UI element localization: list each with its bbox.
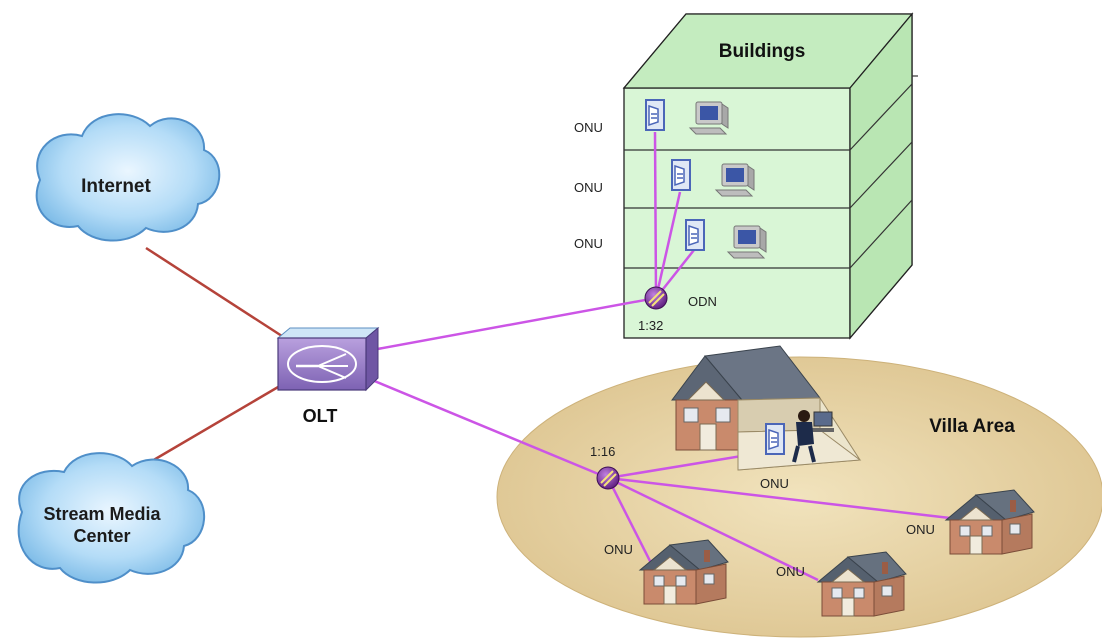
- villa-house-bottom-left[interactable]: ONU: [604, 539, 729, 605]
- onu-label: ONU: [574, 180, 603, 195]
- building-splitter[interactable]: ODN 1:32: [638, 286, 717, 333]
- villa-splitter[interactable]: 1:16: [590, 444, 620, 490]
- buildings-title: Buildings: [719, 41, 806, 62]
- onu-label: ONU: [906, 522, 935, 537]
- splitter-icon: [644, 286, 668, 310]
- worker-icon: [792, 410, 834, 463]
- onu-label: ONU: [604, 542, 633, 557]
- building-block: [622, 12, 918, 340]
- building-onu-3[interactable]: ONU: [574, 219, 767, 259]
- internet-cloud[interactable]: Internet: [35, 113, 221, 242]
- onu-device-icon: [671, 159, 691, 191]
- villa-area-title: Villa Area: [929, 416, 1015, 437]
- building-onu-1[interactable]: ONU: [574, 99, 729, 135]
- building-split-ratio: 1:32: [638, 318, 663, 333]
- olt-device[interactable]: OLT: [276, 326, 380, 426]
- olt-label: OLT: [303, 406, 338, 426]
- villa-split-ratio: 1:16: [590, 444, 615, 459]
- stream-media-link: [139, 378, 291, 470]
- villa-house-right[interactable]: ONU: [906, 489, 1035, 555]
- onu-device-icon: [765, 423, 785, 455]
- internet-link: [145, 246, 286, 340]
- main-villa[interactable]: ONU: [671, 345, 862, 491]
- internet-label: Internet: [81, 176, 151, 197]
- stream-media-label-line2: Center: [73, 526, 130, 546]
- onu-label: ONU: [760, 476, 789, 491]
- olt-router-icon: [276, 326, 380, 392]
- building-onu-2[interactable]: ONU: [574, 159, 755, 197]
- stream-media-label-line1: Stream Media: [43, 504, 161, 524]
- cloud-icon: [17, 452, 205, 584]
- onu-device-icon: [685, 219, 705, 251]
- odn-label: ODN: [688, 294, 717, 309]
- onu-device-icon: [645, 99, 665, 131]
- splitter-icon: [596, 466, 620, 490]
- villa-house-bottom-right[interactable]: ONU: [776, 551, 907, 617]
- onu-label: ONU: [574, 236, 603, 251]
- stream-media-cloud[interactable]: Stream Media Center: [17, 452, 205, 584]
- onu-label: ONU: [574, 120, 603, 135]
- cloud-icon: [35, 113, 221, 242]
- onu-label: ONU: [776, 564, 805, 579]
